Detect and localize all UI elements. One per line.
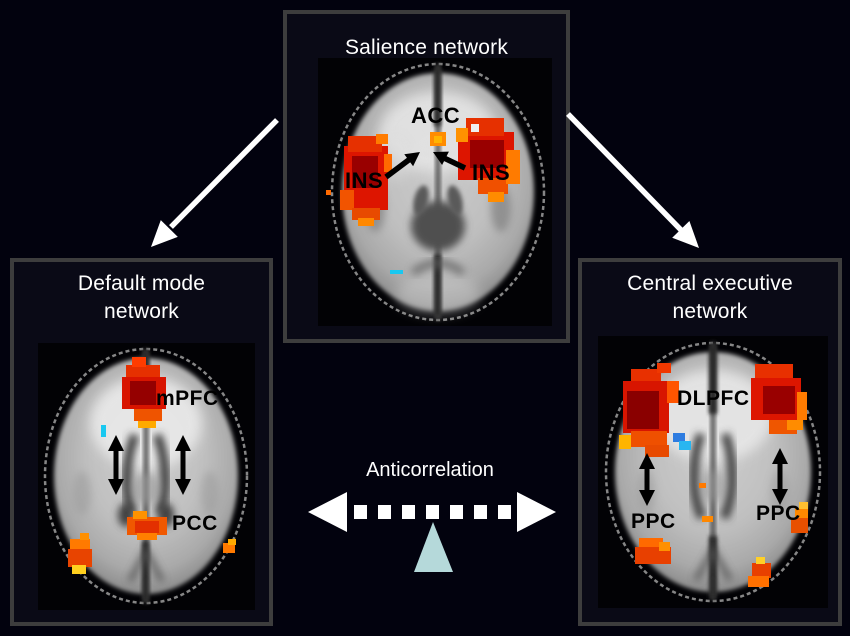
salience-network-panel: Salience network [283,10,570,343]
white-arrow-to-dmn-icon [151,118,279,247]
cen-activation-blobs [619,363,808,587]
salience-panel-title: Salience network [344,36,509,59]
ins-left-label: INS [345,168,384,193]
dmn-title-line2: network [104,300,179,323]
ppc-left-label: PPC [631,510,676,533]
ins-right-label: INS [472,160,511,185]
dmn-activation-blobs [68,357,236,574]
dlpfc-label: DLPFC [677,387,750,410]
central-executive-network-panel: Central executive network [578,258,842,626]
salience-axial-brain-slice [318,58,552,326]
anticorrelation-label: Anticorrelation [366,459,494,481]
default-mode-network-panel: Default mode network [10,258,273,626]
dmn-axial-brain-slice [38,343,255,610]
cen-title-line2: network [672,300,748,323]
anticorrelation-dashed-arrow-icon [308,492,556,532]
cen-brain-image [598,336,828,608]
dmn-title-line1: Default mode [77,272,206,295]
cen-title-line1: Central executive [627,272,793,295]
acc-label: ACC [411,103,461,128]
cen-axial-brain-slice [598,336,828,608]
cen-panel-title: Central executive network [582,270,838,326]
salience-activation-blobs [326,118,520,274]
dmn-brain-image [38,343,255,610]
ppc-right-label: PPC [756,502,801,525]
pcc-label: PCC [172,512,218,535]
balance-fulcrum-triangle-icon [414,522,453,572]
mpfc-label: mPFC [156,387,219,410]
white-arrow-to-cen-icon [566,112,699,248]
dmn-panel-title: Default mode network [14,270,269,326]
salience-brain-image [318,58,552,326]
